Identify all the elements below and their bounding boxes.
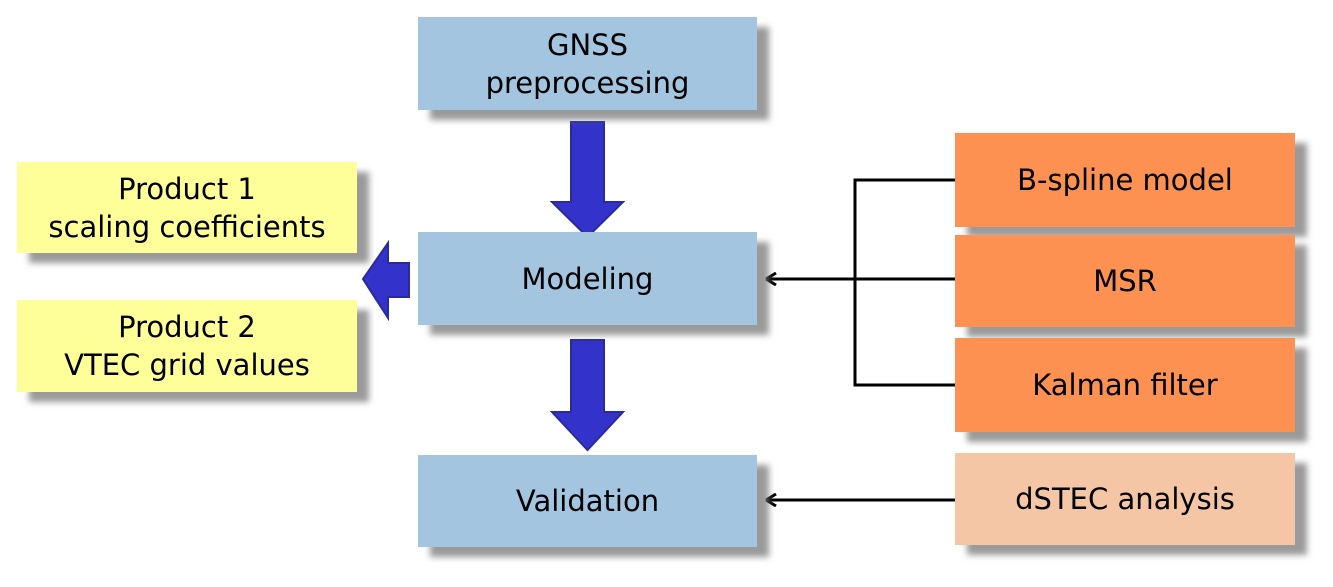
bspline-box: B-spline model [955, 133, 1295, 227]
gnss-line2: preprocessing [485, 65, 690, 100]
dstec-label: dSTEC analysis [1015, 482, 1235, 516]
flow-arrow-modeling-to-validation [549, 339, 626, 452]
kalman-box: Kalman filter [955, 338, 1295, 432]
dstec-box: dSTEC analysis [955, 453, 1295, 545]
flow-arrow-gnss-to-modeling [549, 121, 626, 239]
product2-line1: Product 2 [118, 310, 256, 344]
bspline-label: B-spline model [1017, 163, 1233, 197]
modeling-label: Modeling [521, 261, 654, 296]
gnss-line1: GNSS [547, 27, 628, 62]
product1-line2: scaling coefficients [48, 209, 326, 244]
msr-box: MSR [955, 235, 1295, 327]
flow-arrow-modeling-to-products [361, 239, 410, 322]
methods-bracket [853, 178, 955, 387]
kalman-label: Kalman filter [1032, 368, 1218, 402]
validation-box: Validation [418, 455, 757, 547]
product2-line2: VTEC grid values [64, 348, 310, 382]
validation-label: Validation [515, 484, 660, 518]
gnss-preprocessing-box: GNSS preprocessing [418, 17, 757, 110]
msr-label: MSR [1093, 264, 1157, 298]
modeling-box: Modeling [418, 232, 757, 325]
product1-line1: Product 1 [118, 171, 256, 206]
product1-box: Product 1 scaling coefficients [17, 162, 357, 253]
product2-box: Product 2 VTEC grid values [17, 300, 357, 392]
